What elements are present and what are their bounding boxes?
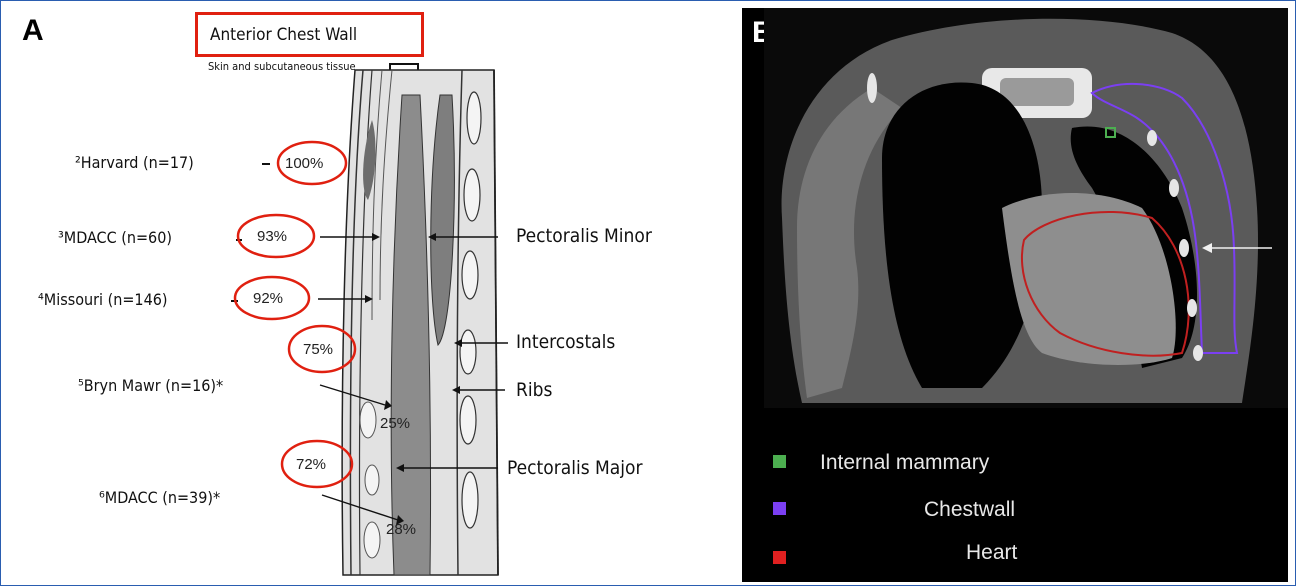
pct-missouri: 92% — [253, 290, 283, 307]
label-pectoralis-major: Pectoralis Major — [507, 457, 643, 479]
panel-b: B Internal m — [742, 8, 1288, 582]
study-missouri: ⁴Missouri (n=146) — [38, 290, 168, 309]
legend-label-internal-mammary: Internal mammary — [820, 451, 989, 475]
legend-swatch-internal-mammary — [773, 455, 786, 468]
study-mdacc-39: ⁶MDACC (n=39)* — [99, 488, 220, 507]
ct-scan-image — [742, 8, 1288, 428]
study-bryn-mawr: ⁵Bryn Mawr (n=16)* — [78, 376, 223, 395]
label-intercostals: Intercostals — [516, 331, 615, 353]
pct-mdacc-39-minor: 28% — [386, 521, 416, 538]
panel-a: A Anterior Chest Wall Skin and subcutane… — [0, 0, 740, 586]
label-pectoralis-minor: Pectoralis Minor — [516, 225, 652, 247]
legend-swatch-heart — [773, 551, 786, 564]
label-ribs: Ribs — [516, 379, 552, 401]
study-mdacc-60: ³MDACC (n=60) — [58, 228, 172, 247]
legend-swatch-chestwall — [773, 502, 786, 515]
pct-mdacc-60: 93% — [257, 228, 287, 245]
legend-label-chestwall: Chestwall — [924, 498, 1015, 522]
pct-mdacc-39-major: 72% — [296, 456, 326, 473]
pct-bryn-mawr-minor: 25% — [380, 415, 410, 432]
legend-label-heart: Heart — [966, 541, 1017, 565]
study-harvard: ²Harvard (n=17) — [75, 153, 194, 172]
pct-bryn-mawr-major: 75% — [303, 341, 333, 358]
pct-harvard: 100% — [285, 155, 323, 172]
